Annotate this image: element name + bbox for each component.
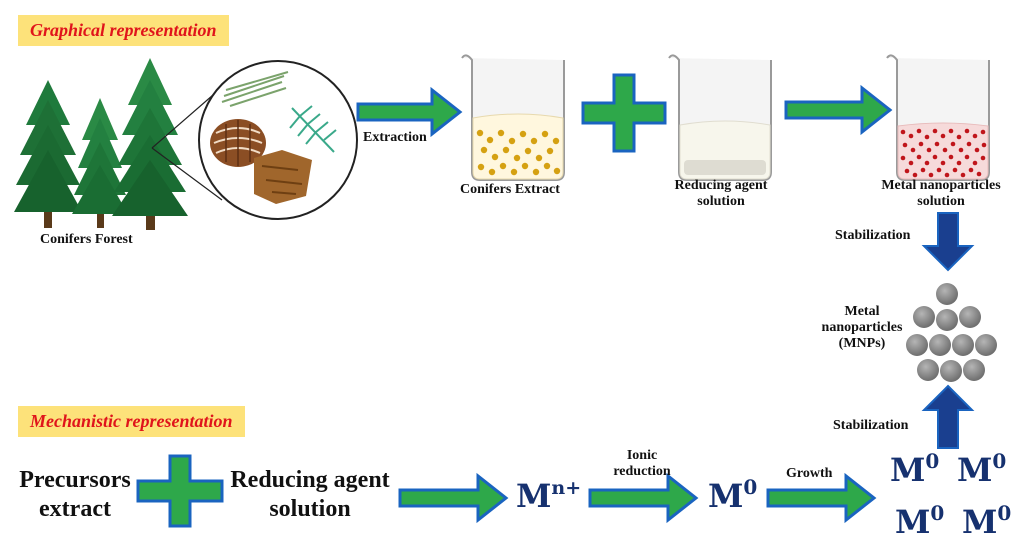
mn-superscript: n+	[551, 477, 582, 499]
m0-base: M	[895, 503, 931, 541]
arrow-right-icon	[766, 472, 877, 524]
conifers-forest-illustration	[14, 58, 188, 230]
tree-icon	[112, 58, 188, 230]
tree-icon	[14, 80, 82, 228]
extract-particles	[476, 129, 561, 176]
precursors-extract-label: Precursors extract	[14, 466, 136, 524]
stabilization-label-top: Stabilization	[835, 228, 911, 243]
m0-superscript: 0	[997, 501, 1012, 525]
metal-atom-symbol: M0	[895, 501, 944, 541]
metal-ion-symbol: Mn+	[516, 477, 581, 515]
plus-icon	[581, 73, 667, 153]
m0-base: M	[708, 477, 744, 515]
m0-superscript: 0	[992, 449, 1007, 473]
red-nanoparticles	[900, 128, 987, 178]
arrow-right-icon	[784, 84, 893, 136]
arrow-right-icon	[588, 472, 699, 524]
metal-atom-symbol: M0	[957, 449, 1006, 489]
beaker-metal-nanoparticles	[886, 54, 990, 181]
beaker-conifers-extract	[461, 54, 565, 181]
conifers-forest-label: Conifers Forest	[40, 232, 133, 247]
metal-atom-symbol: M0	[708, 475, 757, 515]
mechanistic-representation-title: Mechanistic representation	[18, 406, 245, 437]
zoom-line	[151, 94, 214, 149]
ionic-line2: reduction	[613, 464, 671, 480]
beaker-reducing-agent	[668, 54, 772, 181]
mn-base: M	[516, 477, 552, 515]
reducing-agent-line1: Reducing agent	[674, 178, 768, 193]
growth-label: Growth	[786, 466, 833, 481]
metal-solution-line2: solution	[917, 194, 965, 210]
pine-needles-icon	[221, 71, 289, 107]
m0-superscript: 0	[743, 475, 758, 499]
precursors-line1: Precursors	[19, 467, 131, 493]
arrow-up-icon	[921, 384, 975, 449]
reducing-agent-solution-label: Reducing agent solution	[664, 178, 778, 210]
tree-icon	[72, 98, 128, 228]
stabilization-label-bottom: Stabilization	[833, 418, 909, 433]
precursors-line2: extract	[39, 495, 111, 522]
zoom-line	[151, 147, 223, 201]
metal-atom-symbol: M0	[962, 501, 1011, 541]
graphical-representation-title: Graphical representation	[18, 15, 229, 46]
arrow-down-icon	[921, 212, 975, 272]
nanoparticle-cluster	[906, 283, 997, 382]
conifers-extract-label: Conifers Extract	[460, 182, 560, 197]
mnps-line2: nanoparticles	[821, 320, 903, 336]
m0-superscript: 0	[930, 501, 945, 525]
mnps-line3: (MNPs)	[838, 336, 886, 352]
metal-solution-line1: Metal nanoparticles	[881, 178, 1001, 193]
arrow-right-icon	[398, 472, 509, 524]
mech-reducing-line2: solution	[269, 495, 351, 522]
mech-reducing-line1: Reducing agent	[230, 467, 390, 493]
m0-superscript: 0	[925, 449, 940, 473]
reducing-agent-solution-mech-label: Reducing agent solution	[224, 466, 396, 524]
extraction-label: Extraction	[363, 130, 427, 145]
fir-branch-icon	[289, 105, 337, 153]
arrow-right-icon	[356, 86, 463, 138]
mnps-label: Metal nanoparticles (MNPs)	[810, 304, 914, 352]
ionic-reduction-label: Ionic reduction	[604, 448, 680, 480]
metal-nanoparticles-solution-label: Metal nanoparticles solution	[866, 178, 1016, 210]
m0-base: M	[890, 451, 926, 489]
pine-cone-icon	[210, 119, 266, 167]
mnps-line1: Metal	[844, 304, 880, 319]
bark-icon	[254, 150, 312, 204]
reducing-agent-line2: solution	[697, 194, 745, 210]
conifer-parts-zoom-circle	[198, 60, 358, 220]
m0-base: M	[957, 451, 993, 489]
plus-icon	[136, 454, 224, 528]
ionic-line1: Ionic	[626, 448, 658, 463]
metal-atom-symbol: M0	[890, 449, 939, 489]
m0-base: M	[962, 503, 998, 541]
